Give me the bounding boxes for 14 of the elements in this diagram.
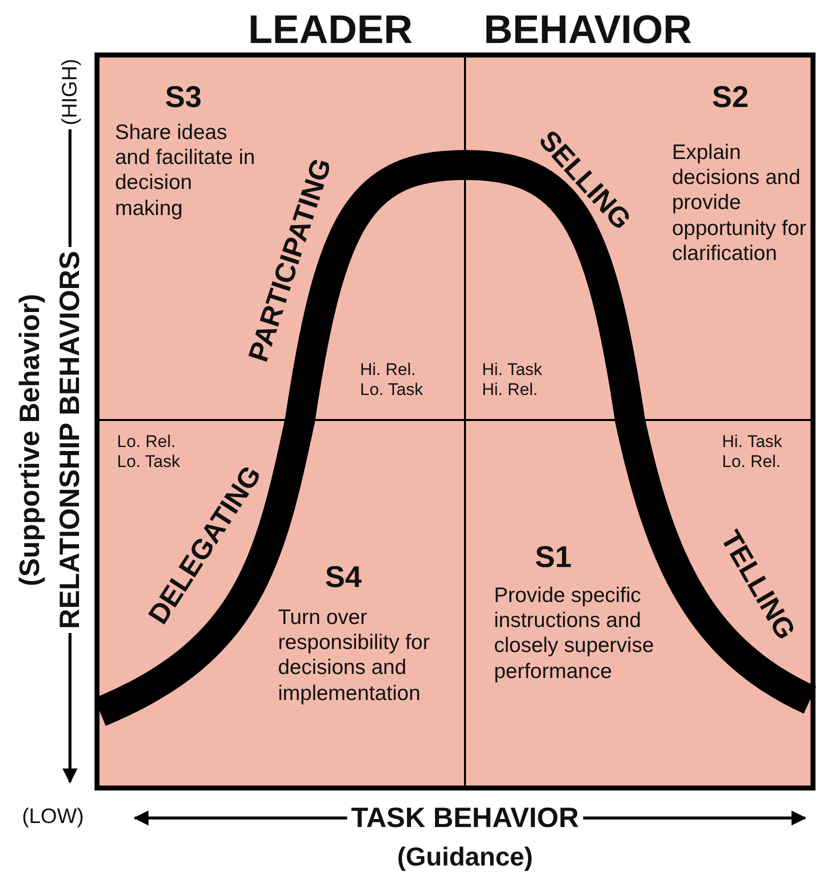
quadrant-label: S2 — [712, 80, 750, 116]
quadrant-description: Provide specific instructions and closely supervise performance — [494, 583, 655, 684]
axis-subtitle: (Supportive Behavior) — [13, 294, 46, 586]
behavior-level-note: Lo. Rel. Lo. Task — [117, 432, 180, 472]
quadrant-description: Turn over responsibility for decisions and implementation — [278, 605, 431, 706]
quadrant-description: Explain decisions and provide opportunity for clarification — [672, 140, 807, 266]
axis-subtitle: (Guidance) — [397, 841, 533, 873]
quadrant-label: S3 — [165, 80, 203, 116]
quadrant-label: S1 — [535, 540, 573, 576]
diagram-title: LEADER BEHAVIOR — [247, 7, 693, 54]
behavior-level-note: Hi. Task Hi. Rel. — [482, 360, 544, 401]
behavior-level-note: Hi. Task Lo. Rel. — [722, 432, 784, 473]
behavior-level-note: Hi. Rel. Lo. Task — [360, 360, 424, 401]
quadrant-label: S4 — [325, 560, 363, 596]
